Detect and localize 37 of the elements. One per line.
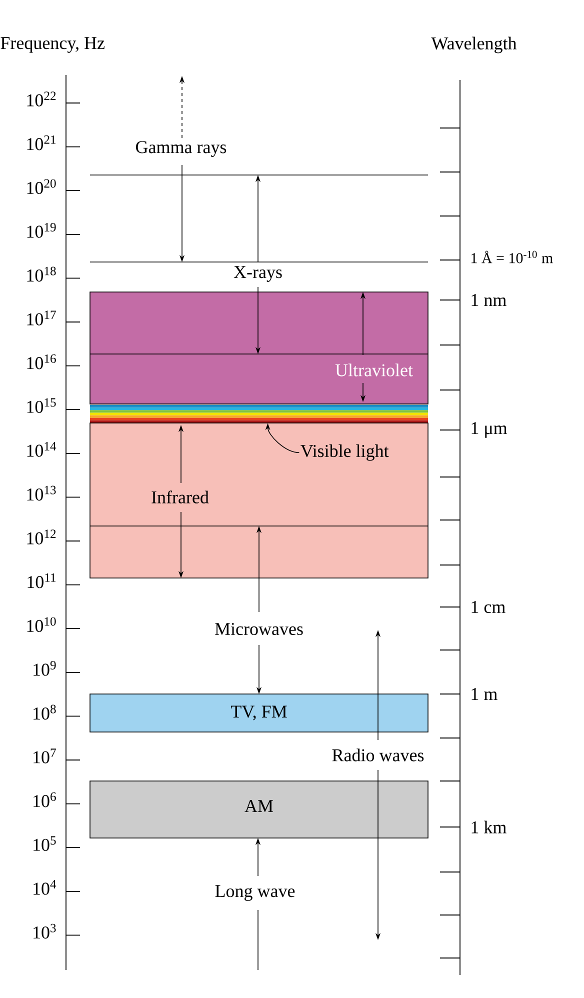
tick-label: 10$^{11}$ (28, 573, 56, 588)
tick-label: 10$^{4}$ (34, 880, 56, 895)
tick-label: 10$^{18}$ (27, 266, 56, 282)
axis-title: Frequency, Hz (0, 37, 104, 53)
tick-label: 10$^{7}$ (34, 748, 56, 764)
tick-label: 10$^{21}$ (27, 135, 56, 150)
ultraviolet-band: Ultraviolet (90, 292, 428, 404)
tick-label: 10$^{8}$ (34, 704, 56, 720)
band-label: Long wave (215, 885, 295, 901)
tick-label: 10$^{22}$ (27, 92, 56, 106)
tick-label: 10$^{17}$ (27, 310, 56, 326)
tick-label: 10$^{9}$ (34, 661, 56, 676)
axis-title: Wavelength (431, 36, 517, 54)
tick-label: 10$^{13}$ (27, 486, 56, 501)
tick-label: 10$^{15}$ (27, 398, 56, 413)
tv-fm-band: TV, FM (90, 694, 428, 732)
tick-label: 10$^{12}$ (27, 530, 56, 544)
band-label: Gamma rays (136, 141, 226, 157)
tick-label: 10$^{14}$ (27, 442, 56, 457)
tick-label: 10$^{16}$ (27, 354, 56, 370)
tick-label: 10$^{5}$ (34, 836, 56, 851)
band-label: Visible light (300, 444, 389, 461)
wavelength-label: 1 cm (472, 600, 506, 614)
band-label: Microwaves (215, 622, 303, 636)
band-label: Radio waves (332, 748, 424, 762)
visible-spectrum-band (90, 404, 428, 424)
wavelength-label: 1 nm (472, 294, 506, 306)
am-band: AM (90, 780, 428, 838)
wavelength-label: 1 μm (472, 422, 508, 438)
tick-label: 10$^{3}$ (34, 924, 56, 939)
wavelength-label: 1 Å = 10$^{-10}$ m (472, 250, 553, 264)
wavelength-label: 1 km (472, 820, 506, 834)
wavelength-label: 1 m (472, 688, 498, 700)
tick-label: 10$^{19}$ (27, 223, 56, 238)
tick-label: 10$^{6}$ (34, 792, 56, 808)
tick-label: 10$^{10}$ (27, 617, 56, 632)
tick-label: 10$^{20}$ (27, 179, 56, 194)
